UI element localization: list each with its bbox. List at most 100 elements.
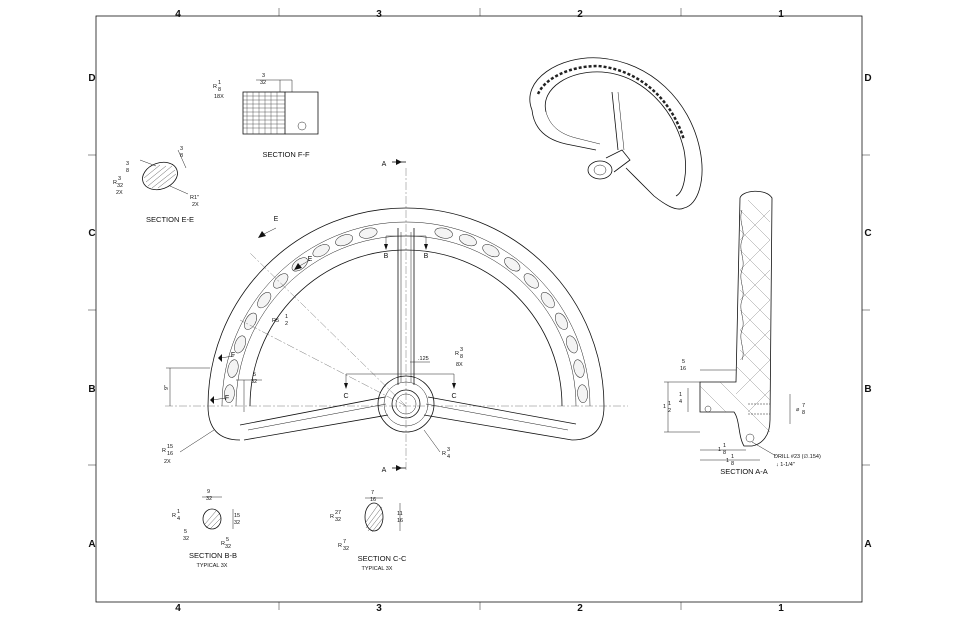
rim-grip-pocket: [227, 359, 239, 378]
zone-row-right-a: A: [864, 539, 871, 550]
zone-col-bottom-4: 1: [778, 603, 784, 614]
steering-wheel-front-view: A A B B C C E E F F R5 1 2 .125 R 3 8 8X…: [162, 159, 628, 474]
rim-grip-pocket: [577, 384, 588, 403]
dim-left-r-den: 16: [167, 451, 173, 457]
section-cc-title: SECTION C-C: [358, 554, 407, 563]
zone-col-bottom-1: 4: [175, 603, 181, 614]
aa-b1-whole: 1: [718, 447, 721, 453]
bb-r2-den: 32: [183, 536, 189, 542]
dim-hub-r-num: 3: [460, 347, 463, 353]
cc-r-prefix: R: [330, 514, 334, 520]
aa-drill-depth: ↓ 1-1/4": [776, 462, 795, 468]
rim-grip-pocket: [359, 227, 378, 239]
section-mark-a-top: A: [382, 161, 387, 168]
zone-ticks: [88, 8, 870, 610]
aa-b1-num: 1: [723, 443, 726, 449]
dim-rim-radius-den: 2: [285, 321, 288, 327]
section-bb-view: 9 32 15 32 R 1 4 5 32 R 5 32 SECTION B-B…: [172, 489, 240, 569]
bb-r-prefix: R: [172, 513, 176, 519]
section-mark-b-left: B: [384, 253, 389, 260]
ee-d2-den: 8: [180, 153, 183, 159]
ff-radius-den: 8: [218, 87, 221, 93]
dim-rim-radius: R5: [272, 318, 279, 324]
aa-left-num: 1: [668, 401, 671, 407]
cc-r2-num: 7: [343, 539, 346, 545]
dim-rim-radius-num: 1: [285, 314, 288, 320]
dim-left-r-num: 15: [167, 444, 173, 450]
bb-r2-num: 5: [184, 529, 187, 535]
cc-w-den: 16: [370, 497, 376, 503]
isometric-view: [529, 57, 703, 210]
dim-left-r-prefix: R: [162, 448, 166, 454]
section-mark-f-2: F: [225, 395, 229, 402]
ee-r-den: 32: [117, 183, 123, 189]
zone-row-left-a: A: [88, 539, 95, 550]
ff-radius-prefix: R: [213, 84, 217, 90]
zone-row-left-c: C: [88, 228, 95, 239]
rim-grip-pocket: [434, 227, 453, 239]
zone-col-top-1: 4: [175, 9, 181, 20]
rim-grip-pocket: [273, 273, 289, 289]
zone-col-bottom-2: 3: [376, 603, 382, 614]
ff-width-num: 3: [262, 73, 265, 79]
section-aa-title: SECTION A-A: [720, 467, 768, 476]
aa-left-whole: 1: [663, 404, 666, 410]
rim-grip-pocket: [554, 312, 568, 330]
cc-r-num: 27: [335, 510, 341, 516]
aa-dia-symbol: ⌀: [796, 407, 800, 413]
ee-d1-den: 8: [126, 168, 129, 174]
dim-hub2-r-num: 3: [447, 447, 450, 453]
aa-b2-whole: 1: [726, 458, 729, 464]
rim-grip-pocket: [312, 244, 330, 258]
aa-mid-num: 1: [679, 392, 682, 398]
ee-r1: R1": [190, 195, 199, 201]
dim-hub2-r-prefix: R: [442, 451, 446, 457]
zone-col-top-2: 3: [376, 9, 382, 20]
dim-hub-r-prefix: R: [455, 351, 459, 357]
ee-r-count: 2X: [116, 190, 123, 196]
zone-row-right-c: C: [864, 228, 871, 239]
rim-grip-pocket: [244, 312, 258, 330]
bb-r-den: 4: [177, 516, 180, 522]
rim-grip-pocket: [459, 234, 477, 247]
zone-row-left-d: D: [88, 73, 95, 84]
dim-left-r-count: 2X: [164, 459, 171, 465]
zone-row-right-b: B: [864, 384, 871, 395]
rim-grip-pocket: [482, 244, 500, 258]
cc-r-den: 32: [335, 517, 341, 523]
section-ee-view: 3 8 3 8 R 3 32 2X R1" 2X SECTION E-E: [113, 146, 199, 224]
aa-left-den: 2: [668, 408, 671, 414]
section-mark-e-2: E: [308, 256, 313, 263]
bb-w-num: 9: [207, 489, 210, 495]
ee-d1-num: 3: [126, 161, 129, 167]
bb-h-num: 15: [234, 513, 240, 519]
aa-b1-den: 8: [723, 450, 726, 456]
ff-radius-count: 18X: [214, 94, 224, 100]
rim-grip-pockets: [224, 227, 588, 403]
section-ff-view: R 1 8 18X 3 32 SECTION F-F: [213, 73, 319, 159]
ee-d2-num: 3: [180, 146, 183, 152]
section-mark-c-right: C: [451, 393, 456, 400]
aa-mid-den: 4: [679, 399, 682, 405]
aa-dia-num: 7: [802, 403, 805, 409]
rim-grip-pocket: [540, 292, 555, 309]
aa-b2-num: 1: [731, 454, 734, 460]
rim-grip-pocket: [566, 335, 578, 354]
aa-b2-den: 8: [731, 461, 734, 467]
bb-r3-den: 32: [225, 544, 231, 550]
dim-spoke-width: .125: [418, 356, 429, 362]
section-bb-note: TYPICAL 3X: [197, 563, 228, 569]
rim-grip-pocket: [224, 384, 235, 403]
section-ee-title: SECTION E-E: [146, 215, 194, 224]
rim-grip-pocket: [234, 335, 246, 354]
rim-grip-pocket: [504, 257, 521, 272]
zone-col-bottom-3: 2: [577, 603, 583, 614]
cc-h-den: 16: [397, 518, 403, 524]
cc-w-num: 7: [371, 490, 374, 496]
section-mark-f-1: F: [231, 352, 235, 359]
ee-r-num: 3: [118, 176, 121, 182]
section-mark-b-right: B: [424, 253, 429, 260]
zone-row-left-b: B: [88, 384, 95, 395]
